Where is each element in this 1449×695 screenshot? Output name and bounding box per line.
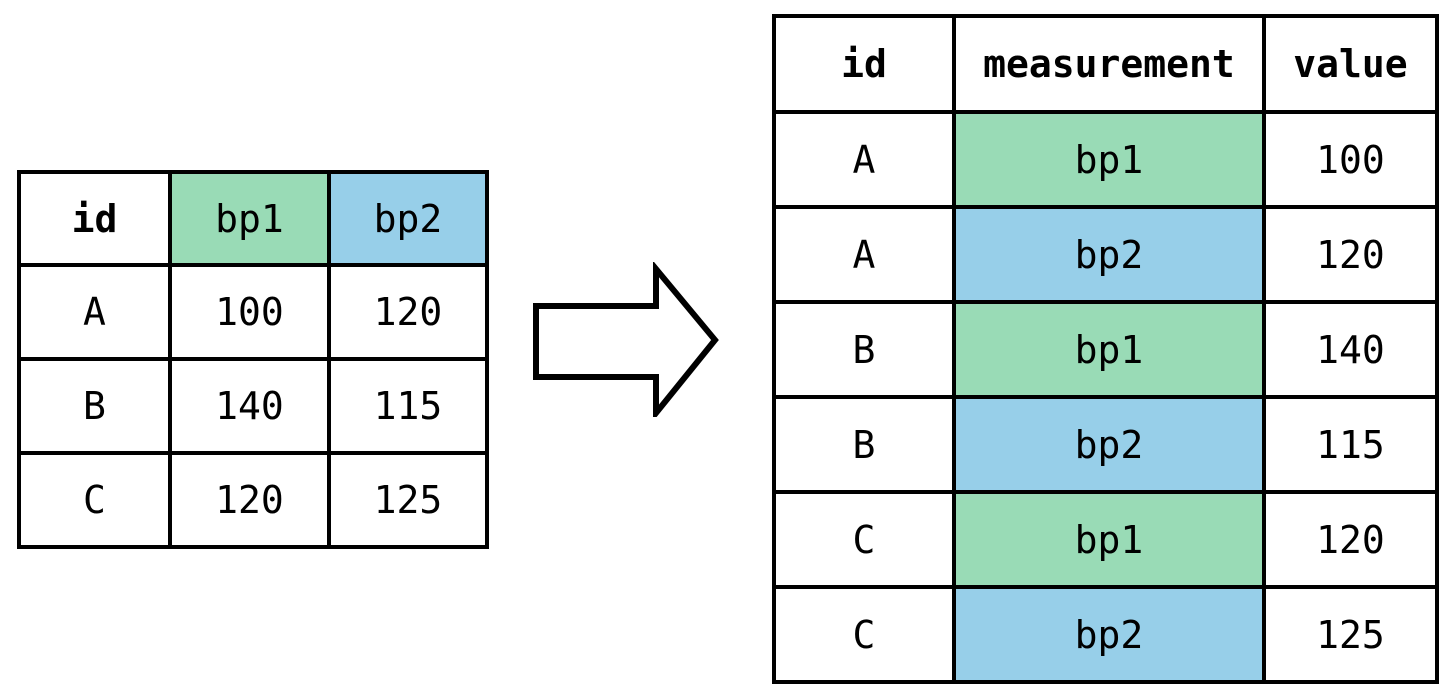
long-table-header-row: id measurement value [772,14,1439,114]
wide-header-bp1: bp1 [168,170,331,267]
long-cell-value: 120 [1262,205,1439,304]
long-cell-id: B [772,395,956,494]
wide-cell-id: C [17,451,172,549]
table-row: B bp1 140 [772,300,1439,399]
right-block-arrow-icon [533,262,719,417]
wide-header-bp2: bp2 [327,170,489,267]
long-cell-value: 115 [1262,395,1439,494]
long-cell-id: A [772,110,956,209]
table-row: C bp2 125 [772,585,1439,684]
table-row: C bp1 120 [772,490,1439,589]
table-row: A bp1 100 [772,110,1439,209]
wide-cell-bp2: 120 [327,263,489,361]
long-cell-value: 100 [1262,110,1439,209]
long-cell-value: 125 [1262,585,1439,684]
wide-cell-bp1: 120 [168,451,331,549]
table-row: B 140 115 [17,357,489,455]
wide-cell-bp1: 140 [168,357,331,455]
long-cell-id: C [772,585,956,684]
table-row: B bp2 115 [772,395,1439,494]
long-cell-measurement: bp2 [952,585,1266,684]
wide-header-id: id [17,170,172,267]
table-row: C 120 125 [17,451,489,549]
wide-cell-bp2: 125 [327,451,489,549]
long-header-value: value [1262,14,1439,114]
table-row: A 100 120 [17,263,489,361]
long-cell-measurement: bp1 [952,110,1266,209]
wide-cell-id: B [17,357,172,455]
wide-format-table: id bp1 bp2 A 100 120 B 140 115 C 120 125 [17,170,489,549]
wide-cell-id: A [17,263,172,361]
long-header-measurement: measurement [952,14,1266,114]
long-cell-id: A [772,205,956,304]
wide-cell-bp2: 115 [327,357,489,455]
long-cell-id: B [772,300,956,399]
long-cell-measurement: bp1 [952,490,1266,589]
long-cell-value: 140 [1262,300,1439,399]
long-header-id: id [772,14,956,114]
long-cell-value: 120 [1262,490,1439,589]
long-cell-measurement: bp2 [952,205,1266,304]
wide-table-header-row: id bp1 bp2 [17,170,489,267]
long-cell-id: C [772,490,956,589]
table-row: A bp2 120 [772,205,1439,304]
long-format-table: id measurement value A bp1 100 A bp2 120… [772,14,1439,684]
long-cell-measurement: bp2 [952,395,1266,494]
wide-cell-bp1: 100 [168,263,331,361]
long-cell-measurement: bp1 [952,300,1266,399]
